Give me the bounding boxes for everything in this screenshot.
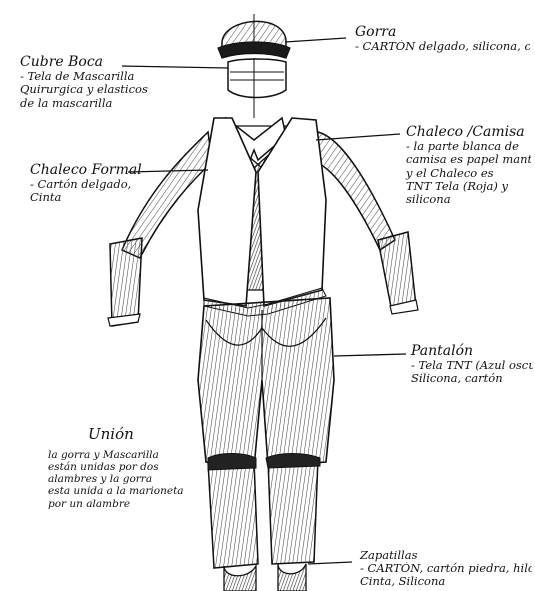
- label-gorra: Gorra - CARTÓN delgado, silicona, cinta: [355, 24, 530, 53]
- desc-line: TNT Tela (Roja) y: [406, 180, 531, 193]
- desc-line: Silicona, cartón: [411, 372, 533, 385]
- label-zapatillas-title: Zapatillas: [360, 549, 532, 562]
- label-chaleco-camisa: Chaleco /Camisa - la parte blanca de cam…: [406, 124, 531, 206]
- desc-line: - CARTÓN delgado, silicona, cinta: [355, 40, 530, 53]
- label-gorra-desc: - CARTÓN delgado, silicona, cinta: [355, 40, 530, 53]
- label-chaleco-formal-title: Chaleco Formal: [30, 162, 142, 178]
- desc-line: de la mascarilla: [20, 97, 148, 110]
- label-zapatillas-desc: - CARTÓN, cartón piedra, hilo rosado Cin…: [360, 562, 532, 588]
- desc-line: silicona: [406, 193, 531, 206]
- label-union: Unión la gorra y Mascarilla están unidas…: [48, 426, 184, 510]
- label-pantalon-desc: - Tela TNT (Azul oscuro) Silicona, cartó…: [411, 359, 533, 385]
- desc-line: y el Chaleco es: [406, 167, 531, 180]
- label-chaleco-camisa-title: Chaleco /Camisa: [406, 124, 531, 140]
- label-cubre-boca-title: Cubre Boca: [20, 54, 148, 70]
- label-pantalon-title: Pantalón: [411, 343, 533, 359]
- label-cubre-boca-desc: - Tela de Mascarilla Quirurgica y elasti…: [20, 70, 148, 110]
- label-gorra-title: Gorra: [355, 24, 530, 40]
- desc-line: Quirurgica y elasticos: [20, 83, 148, 96]
- legs-and-shoes-drawing: [208, 454, 320, 591]
- label-union-desc: la gorra y Mascarilla están unidas por d…: [48, 449, 184, 509]
- label-zapatillas: Zapatillas - CARTÓN, cartón piedra, hilo…: [360, 549, 532, 589]
- label-cubre-boca: Cubre Boca - Tela de Mascarilla Quirurgi…: [20, 54, 148, 110]
- desc-line: por un alambre: [48, 498, 184, 510]
- desc-line: esta unida a la marioneta: [48, 485, 184, 497]
- label-chaleco-formal: Chaleco Formal - Cartón delgado, Cinta: [30, 162, 142, 205]
- desc-line: camisa es papel mantequilla: [406, 153, 531, 166]
- label-pantalon: Pantalón - Tela TNT (Azul oscuro) Silico…: [411, 343, 533, 386]
- label-union-title: Unión: [88, 426, 184, 443]
- label-chaleco-camisa-desc: - la parte blanca de camisa es papel man…: [406, 140, 531, 206]
- desc-line: - la parte blanca de: [406, 140, 531, 153]
- desc-line: la gorra y Mascarilla: [48, 449, 184, 461]
- vest-drawing: [198, 118, 326, 316]
- desc-line: Cinta: [30, 191, 142, 204]
- desc-line: Cinta, Silicona: [360, 575, 532, 588]
- cap-drawing: [218, 14, 290, 58]
- desc-line: alambres y la gorra: [48, 473, 184, 485]
- desc-line: están unidas por dos: [48, 461, 184, 473]
- pants-drawing: [198, 298, 334, 468]
- face-mask-drawing: [228, 58, 286, 118]
- label-chaleco-formal-desc: - Cartón delgado, Cinta: [30, 178, 142, 204]
